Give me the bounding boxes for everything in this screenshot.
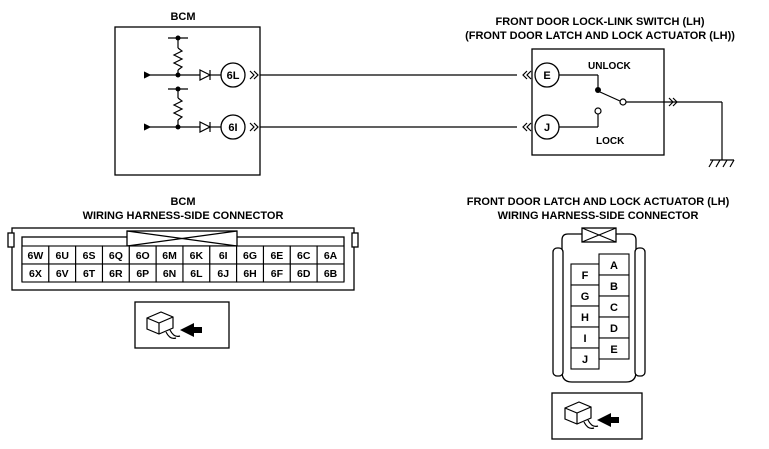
switch-subtitle: (FRONT DOOR LATCH AND LOCK ACTUATOR (LH)… (465, 30, 735, 42)
switch-terminal-e-label: E (543, 70, 550, 82)
bcm-title: BCM (170, 11, 195, 23)
bcm-pin-label: 6U (56, 250, 69, 262)
bcm-harness-connector: BCM WIRING HARNESS-SIDE CONNECTOR 6W 6U 6S… (7, 196, 359, 291)
lock-label: LOCK (596, 136, 625, 147)
actuator-pin-label: B (610, 281, 618, 293)
bcm-terminal-6l-label: 6L (227, 70, 240, 82)
bcm-terminal-6i (220, 114, 246, 140)
actuator-pin-label: I (583, 333, 586, 345)
ground-icon (708, 159, 735, 168)
unlock-label: UNLOCK (588, 61, 632, 72)
bcm-pin-label: 6I (219, 250, 228, 262)
connector-view-icon-bcm (134, 301, 230, 349)
actuator-pin-label: E (610, 344, 617, 356)
bcm-pin-label: 6C (297, 250, 311, 262)
bcm-connector-pin-grid: 6W 6U 6S 6Q 6O 6M 6K 6I 6G 6E 6C 6A 6X 6V 6T 6R 6P 6N 6L 6J… (21, 245, 345, 283)
bcm-pin-label: 6M (162, 250, 177, 262)
bcm-pin-label: 6A (324, 250, 338, 262)
bcm-pin-label: 6H (243, 268, 256, 280)
bcm-pin-label: 6V (56, 268, 69, 280)
bcm-pin-label: 6E (270, 250, 283, 262)
actuator-pin-label: H (581, 312, 589, 324)
actuator-pin-label: J (582, 354, 588, 366)
bcm-pin-label: 6F (271, 268, 284, 280)
bcm-connector-subtitle: WIRING HARNESS-SIDE CONNECTOR (83, 210, 284, 222)
actuator-pin-label: G (581, 291, 590, 303)
bcm-pullup-circuit-upper (144, 35, 222, 81)
bcm-terminal-6l (220, 62, 246, 88)
bcm-terminal-6i-label: 6I (228, 122, 237, 134)
bcm-pin-label: 6O (136, 250, 150, 262)
bcm-pin-label: 6X (29, 268, 42, 280)
bcm-pin-label: 6W (28, 250, 44, 262)
bcm-box (114, 26, 261, 176)
actuator-harness-connector: FRONT DOOR LATCH AND LOCK ACTUATOR (LH) … (467, 196, 730, 383)
bcm-pin-label: 6B (324, 268, 338, 280)
actuator-connector-subtitle: WIRING HARNESS-SIDE CONNECTOR (498, 210, 699, 222)
bcm-pin-label: 6Q (109, 250, 123, 262)
bcm-pin-label: 6S (83, 250, 96, 262)
bcm-pin-label: 6L (190, 268, 203, 280)
actuator-pin-label: F (582, 270, 589, 282)
switch-title: FRONT DOOR LOCK-LINK SWITCH (LH) (496, 16, 705, 28)
actuator-pin-cell-right (598, 337, 630, 360)
bcm-pin-label: 6G (243, 250, 257, 262)
lock-link-switch-block: FRONT DOOR LOCK-LINK SWITCH (LH) (FRONT … (465, 16, 735, 168)
connector-view-icon-actuator (551, 392, 643, 440)
bcm-pin-label: 6K (190, 250, 204, 262)
bcm-pin-label: 6J (217, 268, 229, 280)
bcm-pin-label: 6N (163, 268, 176, 280)
bcm-pin-label: 6P (136, 268, 149, 280)
actuator-connector-title: FRONT DOOR LATCH AND LOCK ACTUATOR (LH) (467, 196, 730, 208)
bcm-block: BCM 6L (114, 11, 261, 176)
bcm-pin-cell (316, 263, 345, 283)
actuator-pin-label: D (610, 323, 618, 335)
actuator-pin-label: A (610, 260, 618, 272)
bcm-pin-label: 6T (83, 268, 96, 280)
bcm-pin-label: 6D (297, 268, 311, 280)
bcm-connector-title: BCM (170, 196, 195, 208)
bcm-pullup-circuit-lower (144, 86, 222, 133)
bcm-pin-label: 6R (109, 268, 123, 280)
actuator-pin-label: C (610, 302, 618, 314)
switch-terminal-j-label: J (544, 122, 550, 134)
